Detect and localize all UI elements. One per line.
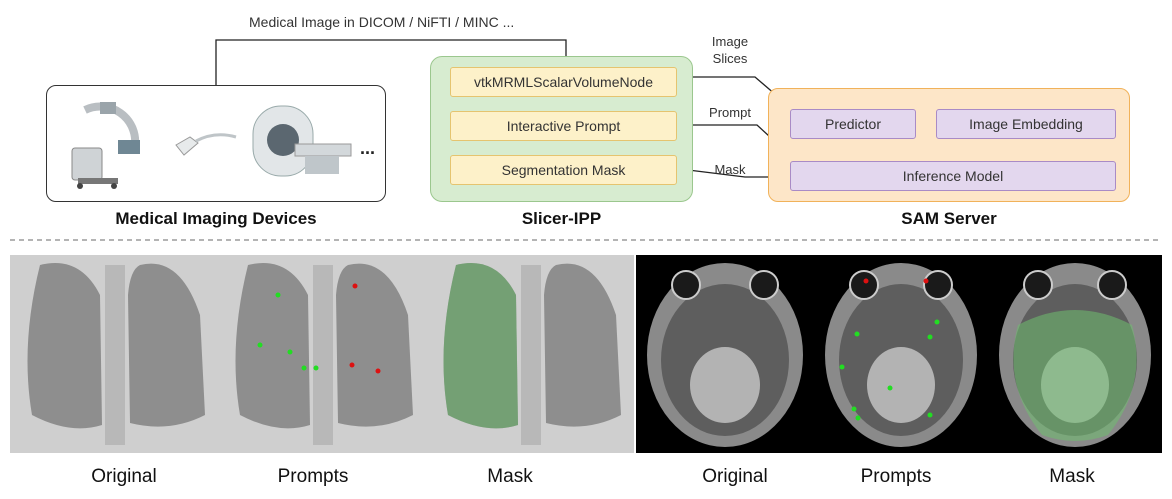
ct-mask-image (426, 255, 634, 453)
positive-prompt-point (927, 334, 933, 340)
positive-prompt-point (313, 365, 319, 371)
devices-title: Medical Imaging Devices (115, 209, 317, 228)
positive-prompt-point (301, 365, 307, 371)
positive-prompt-point (855, 415, 861, 421)
inference-model: Inference Model (790, 161, 1116, 191)
segmentation-overlay (443, 263, 518, 429)
vtk-volume-node: vtkMRMLScalarVolumeNode (450, 67, 677, 97)
negative-prompt-point (349, 362, 355, 368)
negative-prompt-point (375, 368, 381, 374)
mri-mask-image (988, 255, 1162, 453)
segmentation-mask: Segmentation Mask (450, 155, 677, 185)
image-embedding: Image Embedding (936, 109, 1116, 139)
prompt-label: Prompt (709, 105, 751, 120)
ct-prompts-image (218, 255, 426, 453)
predictor: Predictor (790, 109, 916, 139)
caption-mri-prompts: Prompts (860, 466, 932, 487)
positive-prompt-point (851, 406, 857, 412)
positive-prompt-point (854, 331, 860, 337)
mri-scanner-icon (252, 105, 352, 177)
negative-prompt-point (863, 278, 869, 284)
c-arm-icon (71, 102, 140, 189)
caption-mri-mask: Mask (1049, 466, 1095, 487)
positive-prompt-point (287, 349, 293, 355)
caption-mri-original: Original (702, 466, 768, 487)
more-devices: ... (360, 138, 376, 158)
sam-server-title: SAM Server (901, 209, 997, 228)
mri-original-image (636, 255, 814, 453)
caption-ct-mask: Mask (487, 466, 533, 487)
mri-prompts-image (814, 255, 988, 453)
negative-prompt-point (923, 278, 929, 284)
positive-prompt-point (275, 292, 281, 298)
interactive-prompt: Interactive Prompt (450, 111, 677, 141)
caption-ct-prompts: Prompts (277, 466, 349, 487)
positive-prompt-point (887, 385, 893, 391)
slicer-ipp-title: Slicer-IPP (521, 209, 602, 228)
positive-prompt-point (257, 342, 263, 348)
segmentation-overlay (1013, 310, 1137, 441)
dicom-label: Medical Image in DICOM / NiFTI / MINC ..… (249, 14, 515, 30)
caption-ct-original: Original (91, 466, 157, 487)
positive-prompt-point (839, 364, 845, 370)
ultrasound-probe-icon (175, 133, 237, 156)
ct-original-image (10, 255, 218, 453)
positive-prompt-point (927, 412, 933, 418)
positive-prompt-point (934, 319, 940, 325)
negative-prompt-point (352, 283, 358, 289)
image-slices-label: Image Slices (711, 34, 749, 66)
mask-label: Mask (714, 162, 746, 177)
